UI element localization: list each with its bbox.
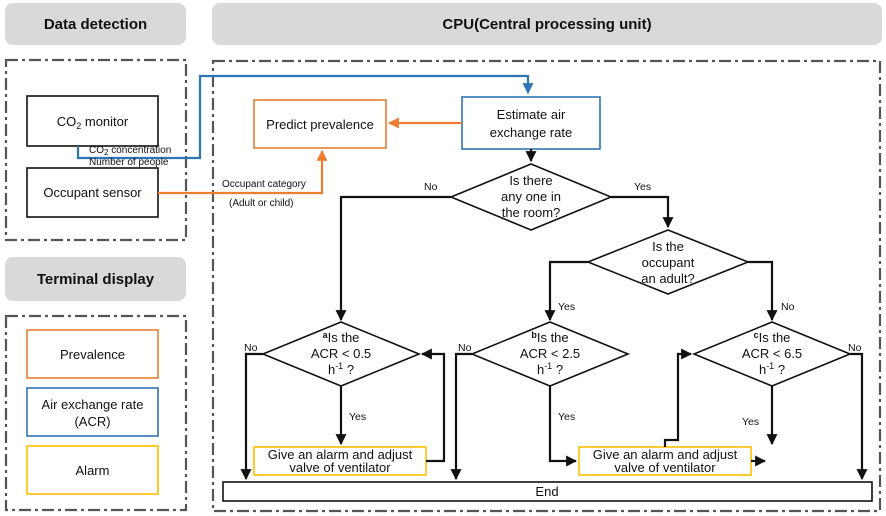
- decision-anyone-line-1: Is there: [509, 173, 552, 188]
- decision-acr-c-line-3: h-1 ?: [759, 361, 785, 377]
- end-box: End: [222, 481, 873, 502]
- acr-a-no-line: [240, 352, 263, 481]
- panel-data-detection: [4, 58, 188, 242]
- co2-monitor-box: CO2 monitor: [26, 95, 159, 147]
- decision-acr-b-line-2: ACR < 2.5: [520, 346, 580, 361]
- alarm-left-line-1: Give an alarm and adjust: [268, 447, 413, 462]
- decision-anyone-line-2: any one in: [501, 189, 561, 204]
- estimate-acr-box: Estimate air exchange rate: [461, 96, 601, 150]
- panel-cpu: [211, 59, 882, 513]
- decision-acr-c: cIs the ACR < 6.5 h-1 ?: [691, 321, 853, 387]
- decision-anyone: Is there any one in the room?: [448, 163, 614, 231]
- decision-acr-b-line-3: h-1 ?: [537, 361, 563, 377]
- acr-c-no-line: [850, 352, 868, 481]
- acr-a-no-label: No: [244, 342, 258, 354]
- anyone-yes-label: Yes: [634, 181, 651, 193]
- predict-prevalence-label: Predict prevalence: [266, 117, 374, 132]
- occupant-sensor-box: Occupant sensor: [26, 167, 159, 218]
- header-cpu: CPU(Central processing unit): [212, 3, 882, 45]
- decision-acr-c-line-2: ACR < 6.5: [742, 346, 802, 361]
- decision-acr-c-line-1: cIs the: [754, 330, 791, 345]
- header-data-detection-label: Data detection: [44, 16, 147, 33]
- legend-acr-label-2: (ACR): [74, 414, 110, 429]
- occupant-signal-line: [158, 149, 328, 195]
- occupant-category-label: Occupant category: [222, 179, 306, 190]
- anyone-no-label: No: [424, 181, 438, 193]
- adult-no-label: No: [781, 301, 795, 313]
- decision-adult: Is the occupant an adult?: [585, 229, 751, 295]
- decision-acr-a: aIs the ACR < 0.5 h-1 ?: [260, 321, 422, 387]
- decision-acr-b-line-1: bIs the: [531, 330, 568, 345]
- alarm-right-loop-line: [663, 348, 693, 447]
- header-cpu-label: CPU(Central processing unit): [442, 16, 651, 33]
- predict-prevalence-box: Predict prevalence: [253, 99, 387, 149]
- legend-alarm: Alarm: [26, 445, 159, 495]
- estimate-acr-label-2: exchange rate: [490, 125, 572, 140]
- acr-b-yes-label: Yes: [558, 411, 575, 423]
- legend-prevalence: Prevalence: [26, 329, 159, 379]
- decision-acr-a-line-3: h-1 ?: [328, 361, 354, 377]
- decision-acr-a-line-2: ACR < 0.5: [311, 346, 371, 361]
- legend-prevalence-label: Prevalence: [60, 347, 125, 362]
- adult-yes-line: [544, 260, 588, 322]
- decision-adult-line-1: Is the: [652, 239, 684, 254]
- decision-anyone-line-3: the room?: [502, 205, 561, 220]
- decision-acr-b: bIs the ACR < 2.5 h-1 ?: [469, 321, 631, 387]
- adult-no-line: [748, 260, 778, 322]
- panel-terminal-display: [4, 314, 188, 512]
- legend-alarm-label: Alarm: [76, 463, 110, 478]
- header-data-detection: Data detection: [5, 3, 186, 45]
- alarm-box-left: Give an alarm and adjust valve of ventil…: [253, 446, 427, 476]
- adult-yes-label: Yes: [558, 301, 575, 313]
- alarm-right-line-1: Give an alarm and adjust: [593, 447, 738, 462]
- decision-acr-a-line-1: aIs the: [323, 330, 360, 345]
- co2-concentration-label: CO2 concentration: [89, 145, 171, 157]
- anyone-yes-line: [611, 195, 674, 229]
- adult-or-child-label: (Adult or child): [229, 198, 293, 209]
- acr-a-loop-line: [420, 348, 446, 463]
- acr-c-no-label: No: [848, 342, 862, 354]
- acr-b-no-label: No: [458, 342, 472, 354]
- acr-b-no-line: [450, 352, 472, 481]
- alarm-box-right: Give an alarm and adjust valve of ventil…: [578, 446, 752, 476]
- end-label: End: [535, 484, 558, 499]
- number-of-people-label: Number of people: [89, 157, 169, 168]
- co2-signal-line: [76, 74, 534, 160]
- legend-acr-label-1: Air exchange rate: [42, 397, 144, 412]
- header-terminal-display: Terminal display: [5, 257, 186, 301]
- legend-acr: Air exchange rate (ACR): [26, 387, 159, 437]
- decision-adult-line-3: an adult?: [641, 271, 695, 286]
- estimate-acr-label-1: Estimate air: [497, 107, 566, 122]
- acr-c-yes-label: Yes: [742, 416, 759, 428]
- header-terminal-display-label: Terminal display: [37, 271, 155, 288]
- co2-monitor-label: CO2 monitor: [57, 114, 129, 131]
- alarm-right-line-2: valve of ventilator: [614, 460, 716, 475]
- acr-a-yes-label: Yes: [349, 411, 366, 423]
- alarm-left-line-2: valve of ventilator: [289, 460, 391, 475]
- anyone-no-line: [335, 195, 451, 322]
- acr-b-yes-line: [548, 386, 578, 467]
- decision-adult-line-2: occupant: [642, 255, 695, 270]
- occupant-sensor-label: Occupant sensor: [43, 185, 142, 200]
